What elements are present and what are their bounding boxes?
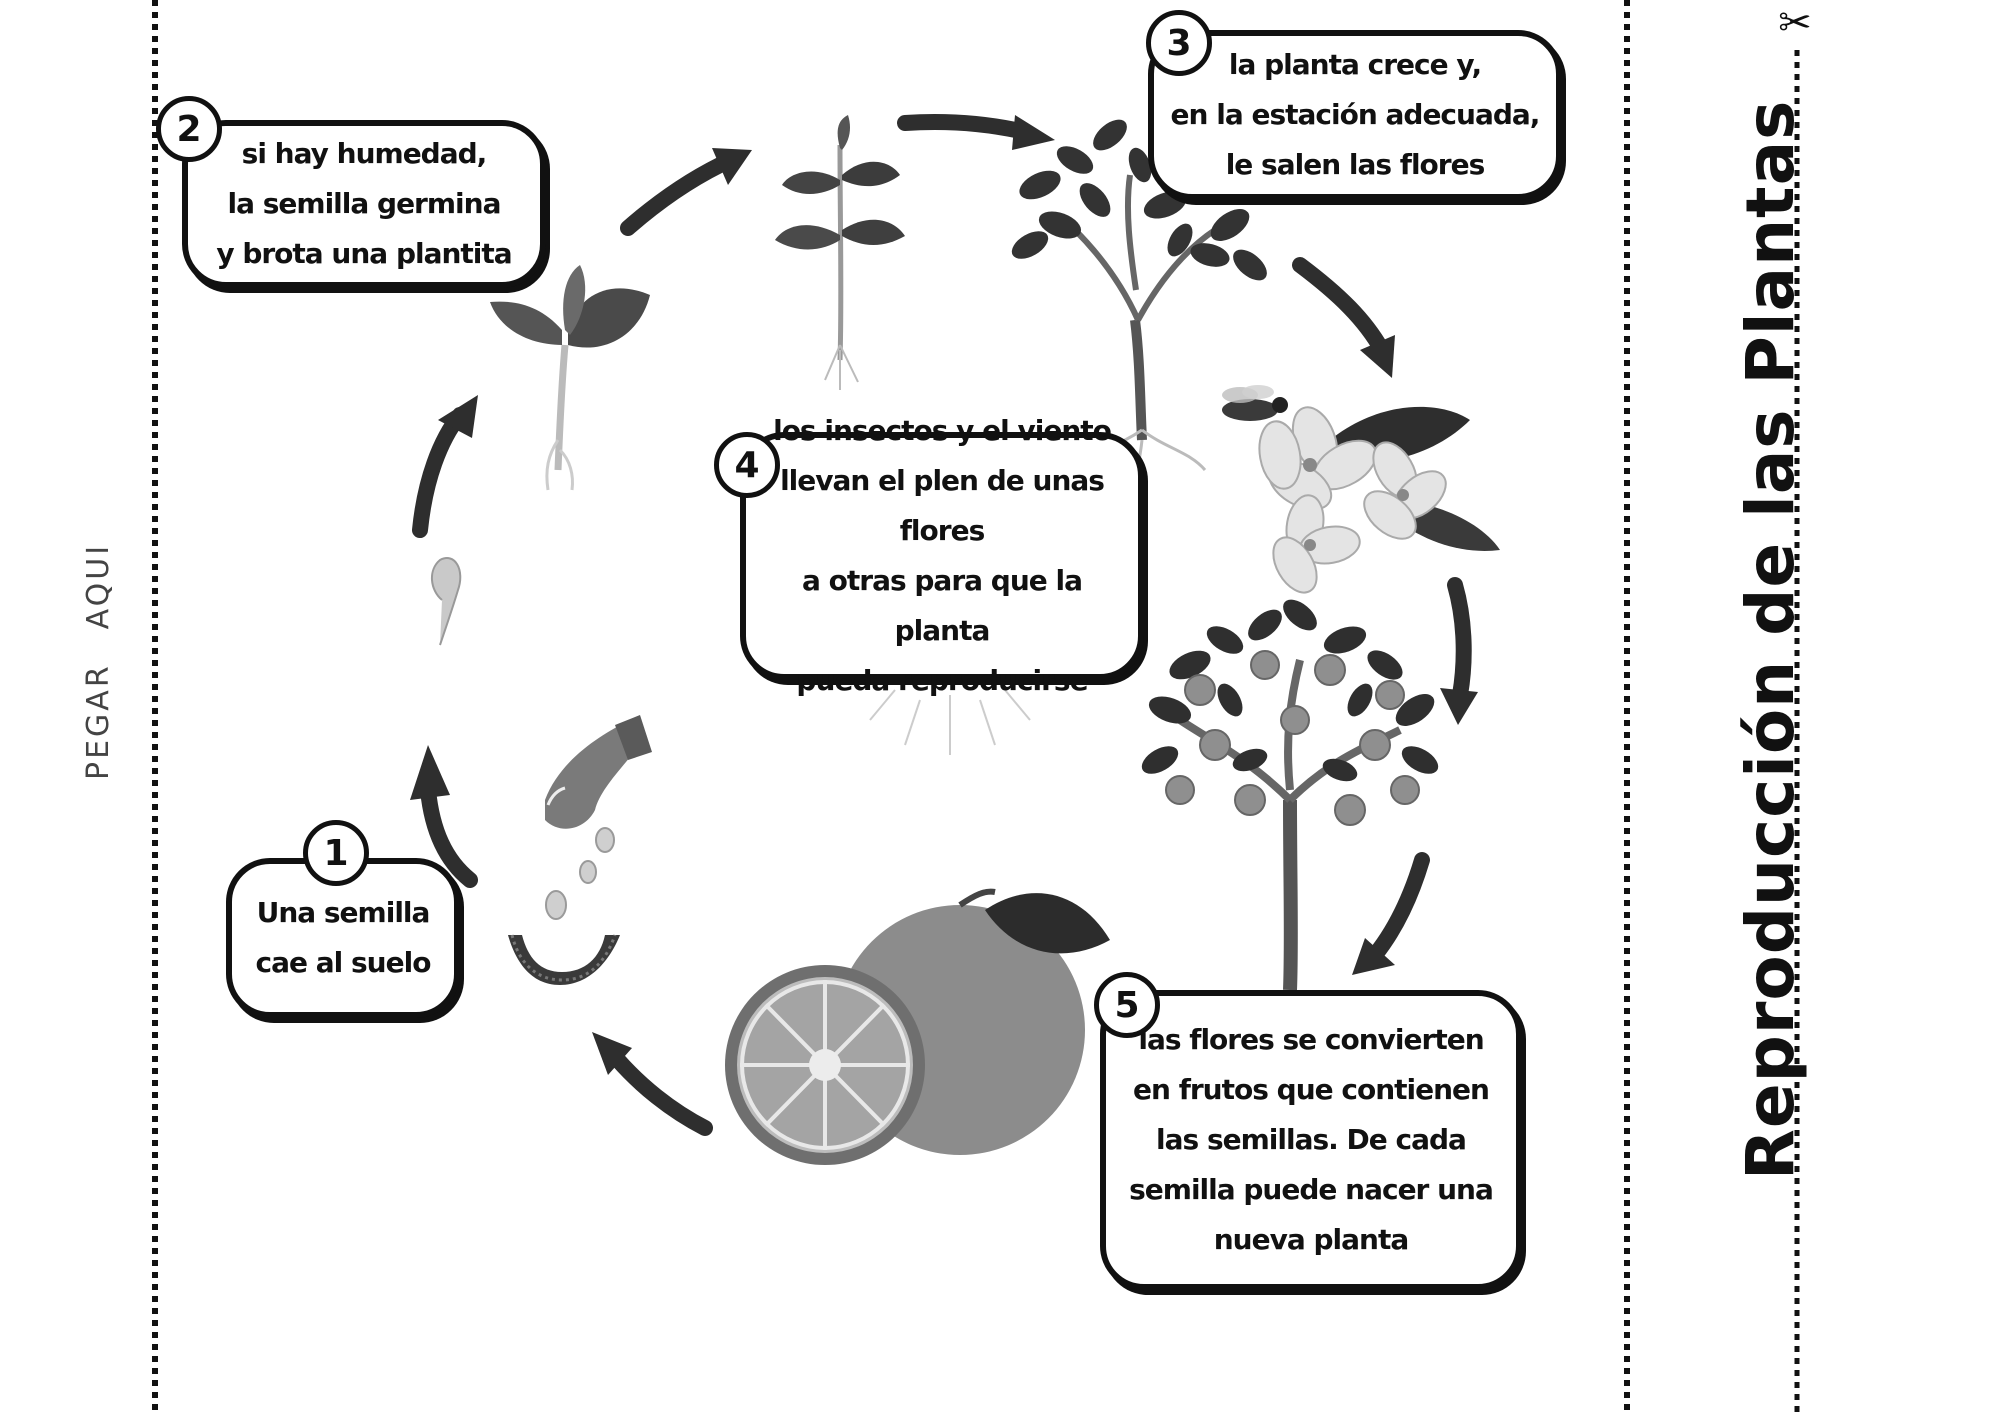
bee-icon	[1222, 385, 1288, 421]
arrowhead	[592, 1032, 632, 1075]
fruit-tree-icon	[1141, 599, 1439, 991]
page-title: Reproducción de las Plantas	[1732, 99, 1809, 1180]
scissors-icon: ✂	[1778, 0, 1812, 46]
arrowhead	[438, 395, 478, 438]
arrow-2-to-seedling	[620, 157, 728, 236]
arrow-heads	[410, 115, 1478, 1075]
arrow-flowers-to-fruit-tree	[1447, 577, 1472, 703]
arrowhead	[1440, 688, 1478, 725]
arrow-1-to-2-upper	[412, 407, 468, 538]
seed-icon	[545, 827, 615, 920]
paste-label-part1: PEGAR	[81, 663, 116, 780]
soil-icon	[508, 934, 620, 985]
step-4-number: 4	[714, 432, 780, 498]
pollination-rays	[869, 689, 1031, 755]
arrow-fruit-tree-to-fruit	[1367, 852, 1430, 963]
arrowhead	[410, 745, 450, 800]
step-2-box: si hay humedad, la semilla germina y bro…	[182, 120, 546, 288]
step-4-text: los insectos y el viento llevan el plen …	[773, 414, 1112, 697]
step-3-number: 3	[1146, 10, 1212, 76]
step-2-text: si hay humedad, la semilla germina y bro…	[216, 137, 512, 270]
germinating-seed-icon	[431, 557, 462, 646]
arrowhead	[1012, 115, 1055, 150]
step-5-text: las flores se convierten en frutos que c…	[1129, 1023, 1494, 1256]
step-5-number: 5	[1094, 972, 1160, 1038]
arrowhead	[1352, 938, 1395, 975]
arrowhead	[712, 148, 752, 185]
flowers-icon	[1258, 406, 1500, 594]
step-5-box: las flores se convierten en frutos que c…	[1100, 990, 1522, 1290]
arrowhead	[1360, 335, 1395, 378]
hand-icon	[545, 715, 652, 829]
orange-fruit-icon	[725, 888, 1110, 1165]
step-1-text: Una semilla cae al suelo	[255, 896, 432, 979]
step-3-box: la planta crece y, en la estación adecua…	[1148, 30, 1562, 200]
step-1-number: 1	[303, 820, 369, 886]
step-4-box: los insectos y el viento llevan el plen …	[740, 414, 1144, 697]
arrow-tree-to-flowers	[1292, 257, 1390, 358]
seedling-icon	[775, 115, 905, 390]
step-2-number: 2	[156, 96, 222, 162]
arrow-seedling-to-tree	[897, 114, 1033, 140]
paste-label-part2: AQUI	[81, 542, 116, 630]
step-3-text: la planta crece y, en la estación adecua…	[1170, 48, 1541, 181]
arrow-1-to-2-lower	[420, 782, 478, 888]
sprout-icon	[490, 265, 650, 491]
arrow-fruit-to-seed	[610, 1052, 713, 1136]
paste-here-label: PEGAR AQUI	[81, 542, 116, 780]
